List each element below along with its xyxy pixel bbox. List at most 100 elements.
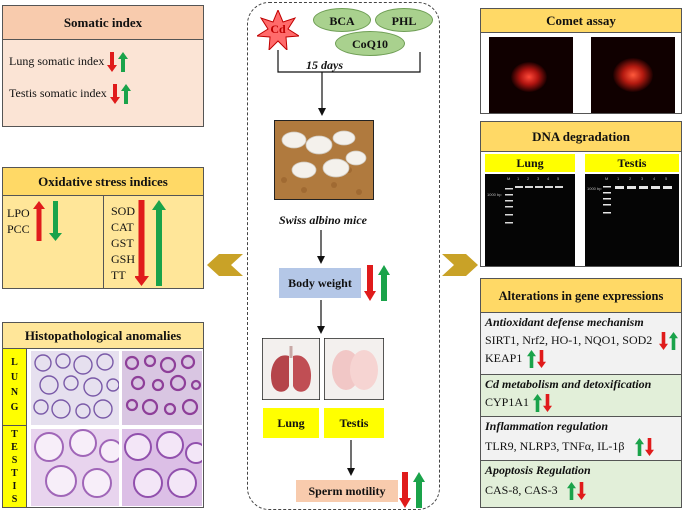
keap1-gene: KEAP1 <box>485 351 523 365</box>
gel-lane-label: 3 <box>537 176 540 181</box>
cd-label: Cd <box>270 22 286 36</box>
lung-label-strip: L U N G <box>3 349 27 426</box>
lung-organ-label: Lung <box>263 408 319 438</box>
antioxidant-arrows-icon <box>135 200 166 286</box>
up-down-arrows-icon <box>659 332 678 350</box>
gst-label: GST <box>111 236 134 250</box>
up-down-arrows-icon <box>533 394 552 412</box>
right-chevron-icon <box>442 254 478 276</box>
sperm-motility-arrows-icon <box>399 472 425 508</box>
gel-lane-label: 4 <box>653 176 656 181</box>
lung-letter: G <box>10 402 19 413</box>
bca-ellipse: BCA <box>313 8 371 32</box>
treatment-bracket <box>277 50 421 116</box>
up-down-arrows-icon <box>107 52 129 72</box>
up-down-arrows-icon <box>527 350 546 368</box>
testis-letter: I <box>12 481 17 492</box>
lung-letter: U <box>10 372 19 383</box>
gene-expression-title: Alterations in gene expressions <box>481 279 681 313</box>
testis-somatic-label: Testis somatic index <box>9 85 107 100</box>
dna-degradation-panel: DNA degradation Lung Testis M 1 2 3 4 5 … <box>480 121 682 267</box>
lpo-label: LPO <box>7 206 30 220</box>
oxidative-divider <box>103 196 104 288</box>
flow-arrow-icon <box>347 440 355 476</box>
somatic-index-title: Somatic index <box>3 6 203 40</box>
testis-organ-label: Testis <box>324 408 384 438</box>
inflammation-heading: Inflammation regulation <box>485 419 609 433</box>
comet-assay-panel: Comet assay <box>480 8 682 114</box>
sod-label: SOD <box>111 204 136 218</box>
testis-letter: S <box>11 455 18 466</box>
gene-expression-panel: Alterations in gene expressions Antioxid… <box>480 278 682 508</box>
apoptosis-section: Apoptosis Regulation CAS-8, CAS-3 <box>481 461 681 507</box>
testis-control-micrograph <box>31 429 119 506</box>
up-down-arrows-icon <box>635 438 654 456</box>
testis-letter: E <box>11 442 18 453</box>
inflammation-section: Inflammation regulation TLR9, NLRP3, TNF… <box>481 417 681 461</box>
tt-label: TT <box>111 268 126 282</box>
testis-letter: T <box>11 429 18 440</box>
body-weight-arrows-icon <box>364 265 390 301</box>
cat-label: CAT <box>111 220 134 234</box>
antioxidant-genes: SIRT1, Nrf2, HO-1, NQO1, SOD2 <box>485 333 653 347</box>
lung-treated-micrograph <box>122 351 202 425</box>
oxidative-stress-title: Oxidative stress indices <box>3 168 203 196</box>
comet-assay-title: Comet assay <box>481 9 681 33</box>
gel-lane-label: 5 <box>665 176 668 181</box>
gel-lane-label: 5 <box>557 176 560 181</box>
phl-ellipse: PHL <box>375 8 433 32</box>
antioxidant-heading: Antioxidant defense mechanism <box>485 315 644 329</box>
mice-label: Swiss albino mice <box>278 213 367 227</box>
somatic-index-panel: Somatic index Lung somatic index Testis … <box>2 5 204 127</box>
left-chevron-icon <box>207 254 243 276</box>
testis-label-strip: T E S T I S <box>3 426 27 507</box>
gel-lane-label: M <box>605 176 608 181</box>
oxidative-stress-panel: Oxidative stress indices LPO PCC SOD CAT… <box>2 167 204 289</box>
lung-gel-image: M 1 2 3 4 5 1000 bp <box>485 174 575 266</box>
apoptosis-genes: CAS-8, CAS-3 <box>485 483 558 497</box>
histopathology-title: Histopathological anomalies <box>3 323 203 349</box>
testis-treated-micrograph <box>122 429 202 506</box>
flow-arrow-icon <box>317 300 325 334</box>
gel-lane-label: 4 <box>547 176 550 181</box>
comet-image-1 <box>489 37 573 113</box>
gel-lane-label: 2 <box>629 176 632 181</box>
testis-photo <box>324 338 384 400</box>
lung-control-micrograph <box>31 351 119 425</box>
dna-lung-label: Lung <box>485 154 575 172</box>
cyp1a1-gene: CYP1A1 <box>485 395 530 409</box>
testis-letter: S <box>11 494 18 505</box>
mice-photo <box>274 120 374 200</box>
testis-letter: T <box>11 468 18 479</box>
body-weight-box: Body weight <box>279 268 361 298</box>
lpo-pcc-arrows-icon <box>33 201 62 241</box>
up-down-arrows-icon <box>567 482 586 500</box>
dna-degradation-title: DNA degradation <box>481 122 681 152</box>
gsh-label: GSH <box>111 252 136 266</box>
cd-metabolism-heading: Cd metabolism and detoxification <box>485 377 652 391</box>
gel-marker-label: 1000 bp <box>487 192 502 197</box>
gel-marker-label: 1000 bp <box>587 186 602 191</box>
gel-lane-label: 2 <box>527 176 530 181</box>
days-label: 15 days <box>306 58 343 72</box>
flow-arrow-icon <box>317 230 325 264</box>
cd-metabolism-section: Cd metabolism and detoxification CYP1A1 <box>481 375 681 417</box>
comet-image-2 <box>591 37 675 113</box>
up-down-arrows-icon <box>109 84 131 104</box>
testis-gel-image: M 1 2 3 4 5 1000 bp <box>585 174 679 266</box>
sperm-motility-box: Sperm motility <box>296 480 398 502</box>
gel-lane-label: M <box>507 176 510 181</box>
coq10-ellipse: CoQ10 <box>335 31 405 56</box>
pcc-label: PCC <box>7 222 30 236</box>
lung-somatic-index: Lung somatic index <box>9 52 129 72</box>
lung-letter: N <box>10 387 19 398</box>
cd-star-icon <box>257 10 299 50</box>
histopathology-panel: Histopathological anomalies L U N G T E … <box>2 322 204 508</box>
gel-lane-label: 1 <box>617 176 620 181</box>
dna-testis-label: Testis <box>585 154 679 172</box>
gel-lane-label: 3 <box>641 176 644 181</box>
testis-somatic-index: Testis somatic index <box>9 84 132 104</box>
inflammation-genes: TLR9, NLRP3, TNFα, IL-1β <box>485 439 625 453</box>
lung-somatic-label: Lung somatic index <box>9 53 105 68</box>
lung-letter: L <box>11 357 18 368</box>
